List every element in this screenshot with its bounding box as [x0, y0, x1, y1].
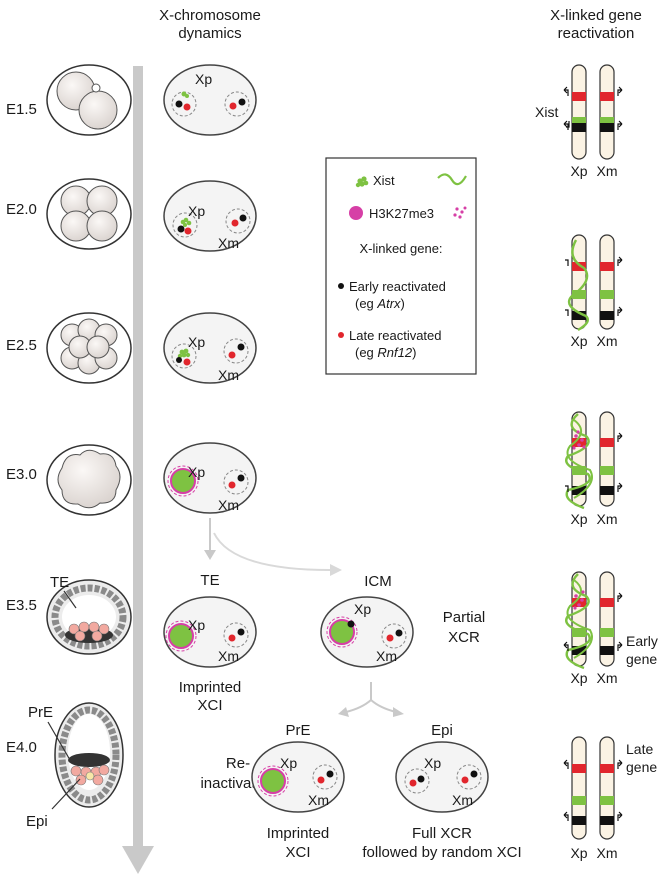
branch-label-te: TE	[200, 572, 219, 589]
cell-e3-5-icm-xm: Xm	[376, 648, 397, 664]
split-arrows-e3	[204, 518, 342, 576]
xchrom-header-line2: dynamics	[178, 25, 241, 42]
bar-e4-0-late-line1: Late	[626, 741, 653, 757]
stage-label-e2-0: E2.0	[6, 201, 37, 218]
branch-label-icm: ICM	[364, 573, 392, 590]
bar-e1-5-xp: Xp	[570, 163, 587, 179]
cell-e4-0-pre-xm: Xm	[308, 792, 329, 808]
legend-early-label: Early reactivated	[349, 279, 446, 294]
cell-e3-5-icm-xp: Xp	[354, 601, 371, 617]
bar-e1-5-xm: Xm	[597, 163, 618, 179]
caption-imprinted2-line2: XCI	[285, 844, 310, 861]
te-pointer-line	[63, 590, 77, 609]
cell-e3-0-xp: Xp	[188, 464, 205, 480]
cell-e3-0-xm: Xm	[218, 497, 239, 513]
caption-partial-line2: XCR	[448, 629, 480, 646]
cell-e3-5-icm	[320, 596, 414, 668]
stage-label-e3-0: E3.0	[6, 466, 37, 483]
epi-pointer-line	[51, 778, 81, 810]
cell-e4-0-pre	[251, 741, 345, 813]
cell-e4-0-epi	[395, 741, 489, 813]
bar-e3-5-early-line1: Early	[626, 633, 658, 649]
stage-label-e3-5: E3.5	[6, 597, 37, 614]
legend-late-eg: (eg Rnf12)	[355, 345, 416, 360]
chromosome-pair-e1-5	[563, 64, 623, 160]
legend-xgene-title: X-linked gene:	[359, 241, 442, 256]
time-arrow	[122, 66, 154, 874]
cell-e3-5-te-xp: Xp	[188, 617, 205, 633]
cell-e4-0-pre-xp: Xp	[280, 755, 297, 771]
cell-e1-5-xp: Xp	[195, 71, 212, 87]
embryo-blastocyst	[46, 579, 132, 655]
chromosome-pair-e3-5	[563, 571, 623, 670]
caption-imprinted2-line1: Imprinted	[267, 825, 330, 842]
chromosome-pair-e4-0	[563, 736, 623, 840]
embryo-eight-cell	[46, 312, 132, 384]
cell-e3-0	[163, 442, 257, 514]
cell-e2-0-xp: Xp	[188, 203, 205, 219]
reactivation-header-line1: X-linked gene	[550, 7, 642, 24]
bar-e3-5-xm: Xm	[597, 670, 618, 686]
xchrom-header-line1: X-chromosome	[159, 7, 261, 24]
cell-e2-5	[163, 312, 257, 384]
caption-imprinted-line1: Imprinted	[179, 679, 242, 696]
bar-e2-xm: Xm	[597, 333, 618, 349]
cell-e3-5-te	[163, 596, 257, 668]
branch-label-pre: PrE	[285, 722, 310, 739]
embryo-four-cell	[46, 178, 132, 250]
chromosome-pair-e2-x	[565, 234, 623, 332]
legend-late-label: Late reactivated	[349, 328, 442, 343]
bar-e2-xp: Xp	[570, 333, 587, 349]
bar-e4-0-late-line2: gene	[626, 759, 657, 775]
cell-e2-5-xp: Xp	[188, 334, 205, 350]
embryo-label-epi: Epi	[26, 813, 48, 830]
split-arrows-icm	[338, 682, 404, 717]
chromosome-pair-e3-0	[565, 411, 623, 510]
embryo-label-te: TE	[50, 574, 69, 591]
embryo-morula	[46, 444, 132, 516]
caption-imprinted-line2: XCI	[197, 697, 222, 714]
embryo-label-pre: PrE	[28, 704, 53, 721]
legend-box	[325, 157, 477, 375]
bar-e3-0-xm: Xm	[597, 511, 618, 527]
branch-label-epi: Epi	[431, 722, 453, 739]
stage-label-e1-5: E1.5	[6, 101, 37, 118]
legend-xist-label: Xist	[373, 173, 395, 188]
embryo-two-cell	[46, 64, 132, 136]
cell-e2-5-xm: Xm	[218, 367, 239, 383]
pre-pointer-line	[47, 721, 71, 761]
cell-e1-5	[163, 64, 257, 136]
legend-h3k-label: H3K27me3	[369, 206, 434, 221]
bar-e3-0-xp: Xp	[570, 511, 587, 527]
stage-label-e2-5: E2.5	[6, 337, 37, 354]
cell-e4-0-epi-xm: Xm	[452, 792, 473, 808]
caption-full-line1: Full XCR	[412, 825, 472, 842]
bar-e4-0-xp: Xp	[570, 845, 587, 861]
bar-e4-0-xm: Xm	[597, 845, 618, 861]
cell-e2-0	[163, 180, 257, 252]
cell-e3-5-te-xm: Xm	[218, 648, 239, 664]
reactivation-header-line2: reactivation	[558, 25, 635, 42]
bar-e3-5-early-line2: gene	[626, 651, 657, 667]
cell-e4-0-epi-xp: Xp	[424, 755, 441, 771]
stage-label-e4-0: E4.0	[6, 739, 37, 756]
legend-early-eg: (eg Atrx)	[355, 296, 405, 311]
caption-reinact-line1: Re-	[226, 755, 250, 772]
caption-partial-line1: Partial	[443, 609, 486, 626]
bar-e1-5-xist-label: Xist	[535, 104, 558, 120]
embryo-late-blastocyst	[54, 702, 124, 808]
bar-e3-5-xp: Xp	[570, 670, 587, 686]
caption-full-line2: followed by random XCI	[362, 844, 521, 861]
cell-e2-0-xm: Xm	[218, 235, 239, 251]
